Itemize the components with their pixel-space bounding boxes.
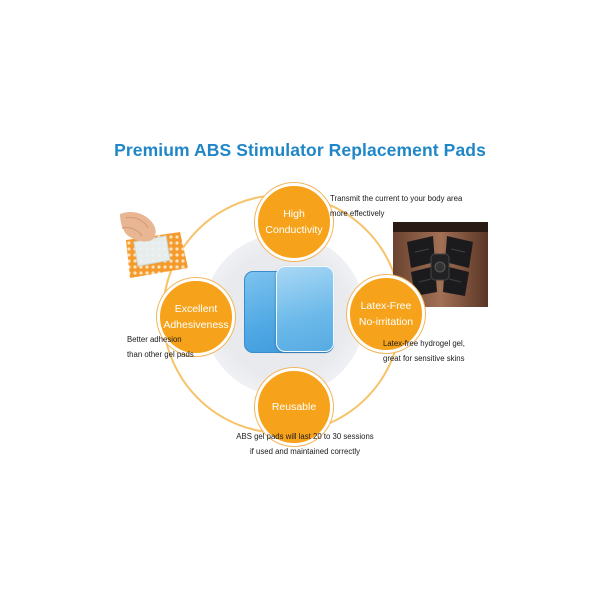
feature-title-line1: High <box>283 207 305 220</box>
feature-title-line1: Latex-Free <box>360 299 412 312</box>
description-line: more effectively <box>330 208 385 218</box>
feature-title-line2: Adhesiveness <box>163 319 229 331</box>
feature-reusable: Reusable <box>255 368 333 446</box>
gel-pad-front <box>276 266 334 352</box>
description-line: than other gel pads <box>127 349 194 359</box>
description-line: Better adhesion <box>127 335 182 344</box>
feature-title-line2: No-irritation <box>358 316 414 328</box>
feature-excellent-adhesiveness: Excellent Adhesiveness <box>157 278 235 356</box>
feature-high-conductivity: High Conductivity <box>255 183 333 261</box>
description-line: great for sensitive skins <box>383 353 465 363</box>
feature-description-latex-free: Latex-free hydrogel gel, great for sensi… <box>383 337 465 367</box>
description-line: ABS gel pads will last 20 to 30 sessions <box>236 432 374 441</box>
feature-title-line2: Conductivity <box>265 224 323 236</box>
feature-latex-free: Latex-Free No-irritation <box>347 275 425 353</box>
feature-description-adhesiveness: Better adhesion than other gel pads <box>127 333 194 363</box>
hand-peeling-gel-pad-photo <box>120 212 188 278</box>
feature-title-line1: Excellent <box>174 302 218 315</box>
feature-description-conductivity: Transmit the current to your body area m… <box>330 192 462 222</box>
page-title: Premium ABS Stimulator Replacement Pads <box>114 140 486 160</box>
description-line: Transmit the current to your body area <box>330 194 463 203</box>
feature-description-reusable: ABS gel pads will last 20 to 30 sessions… <box>220 430 390 460</box>
feature-title-line1: Reusable <box>271 400 317 413</box>
description-line: Latex-free hydrogel gel, <box>383 339 465 348</box>
description-line: if used and maintained correctly <box>249 446 361 456</box>
